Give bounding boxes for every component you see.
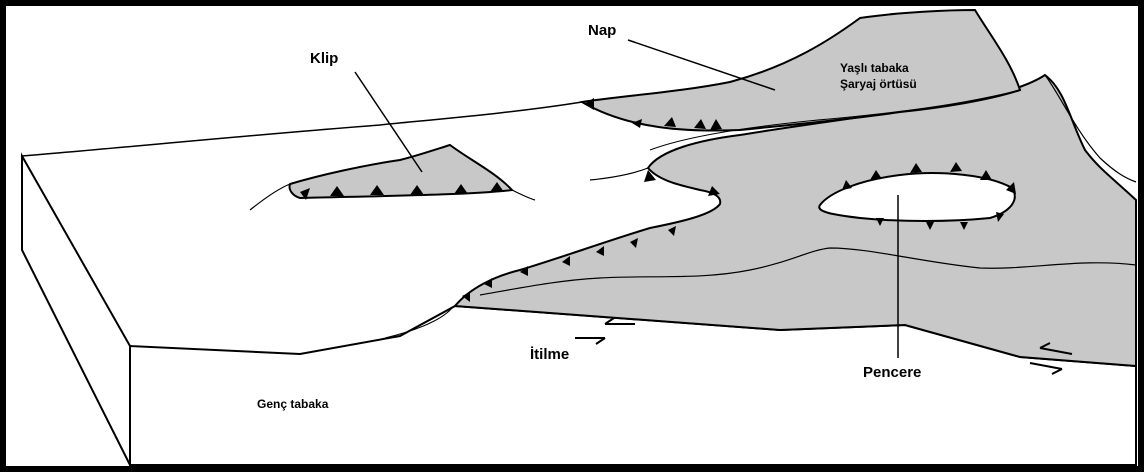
- label-itilme: İtilme: [530, 346, 569, 363]
- label-genc-tabaka: Genç tabaka: [257, 397, 329, 411]
- klip-outlier: [290, 145, 512, 198]
- nap-leader: [628, 40, 775, 90]
- surface-right-line: [512, 190, 535, 200]
- surface-valley-line: [590, 168, 648, 180]
- surface-ridge-line: [22, 102, 582, 156]
- label-klip: Klip: [310, 50, 338, 67]
- label-sariyaj-ortusu: Şaryaj örtüsü: [840, 77, 917, 91]
- label-pencere: Pencere: [863, 364, 921, 381]
- surface-left-line: [250, 184, 290, 210]
- block-left-face: [22, 156, 130, 465]
- label-nap: Nap: [588, 22, 616, 39]
- label-yasli-tabaka: Yaşlı tabaka: [840, 61, 909, 75]
